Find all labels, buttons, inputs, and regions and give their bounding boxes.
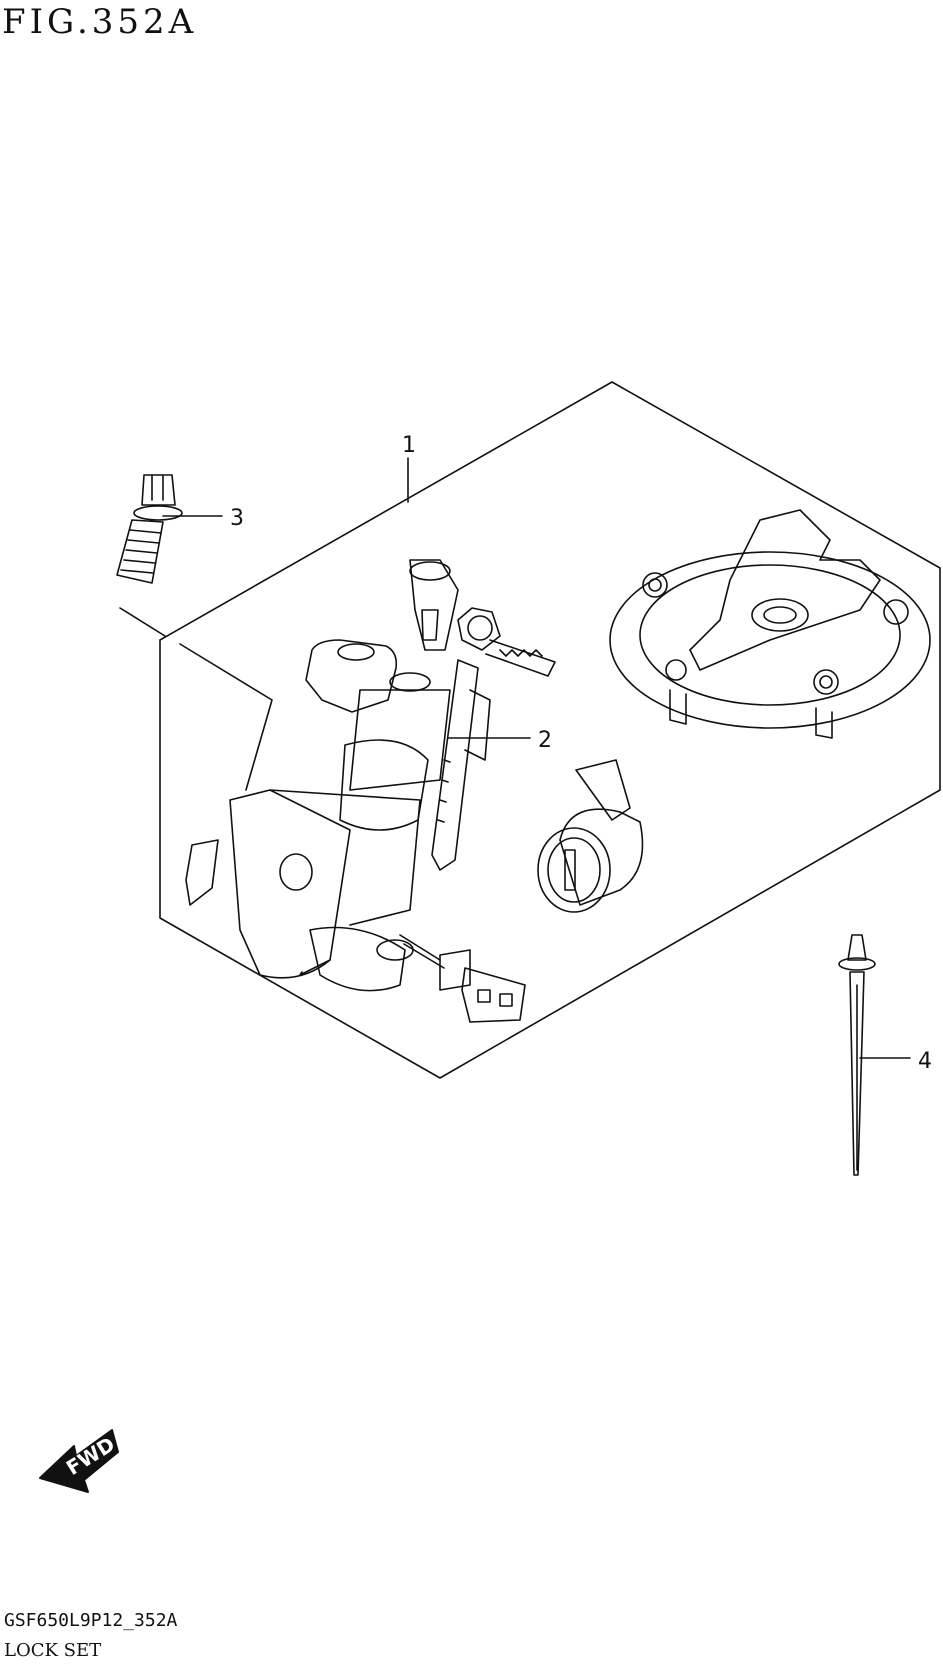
cable-tie-part: [838, 934, 876, 1176]
set-outline: [159, 381, 941, 1079]
ignition-switch-part: [185, 559, 556, 1023]
seat-lock-part: [537, 759, 644, 913]
diagram-code: GSF650L9P12_352A: [4, 1610, 178, 1631]
callout-2: 2: [538, 728, 552, 753]
fwd-arrow-icon: [39, 1429, 119, 1493]
callout-4: 4: [918, 1049, 932, 1074]
fuel-cap-lock-part: [609, 509, 931, 739]
callout-1: 1: [402, 433, 416, 458]
figure-title: FIG.352A: [2, 2, 198, 42]
callout-3: 3: [230, 506, 244, 531]
diagram-name: LOCK SET: [4, 1640, 102, 1661]
leader-3-drop: [119, 607, 273, 791]
bolt-part: [116, 474, 183, 584]
